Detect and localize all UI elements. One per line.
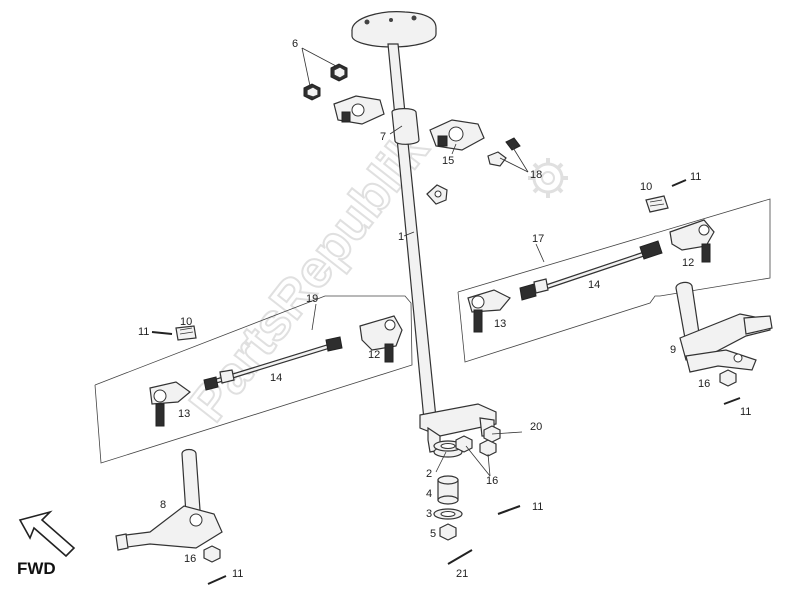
- clamp-nuts: [487, 137, 521, 167]
- column-bearing-stack: [433, 425, 521, 565]
- callout-11-right-knuckle: 11: [740, 406, 751, 418]
- gear-watermark-icon: [528, 158, 568, 198]
- callout-19: 19: [306, 293, 318, 305]
- callout-2: 2: [426, 468, 432, 480]
- cap-nut-pair: [303, 63, 348, 101]
- callout-15: 15: [442, 155, 454, 167]
- callout-16-right: 16: [698, 378, 710, 390]
- callout-5: 5: [430, 528, 436, 540]
- leader-lines: [301, 47, 545, 477]
- right-tie-rod-assembly: [457, 179, 771, 363]
- callout-7: 7: [380, 131, 386, 143]
- callout-6: 6: [292, 38, 298, 50]
- callout-11-right-boot: 11: [690, 171, 701, 183]
- direction-label: FWD: [17, 559, 56, 578]
- callout-4: 4: [426, 488, 432, 500]
- forward-arrow-icon: [18, 510, 76, 558]
- callout-10-right: 10: [640, 181, 652, 193]
- callout-1: 1: [398, 231, 404, 243]
- callout-11-left-knuckle: 11: [232, 568, 243, 580]
- upper-bushing-clamp: [333, 95, 385, 125]
- callout-9: 9: [670, 344, 676, 356]
- callout-11-column: 11: [532, 501, 543, 513]
- callout-13-right: 13: [494, 318, 506, 330]
- right-steering-knuckle: [675, 281, 773, 405]
- callout-16-left: 16: [184, 553, 196, 565]
- callout-8: 8: [160, 499, 166, 511]
- callout-labels: 1 2 3 4 5 6 7 8 9 10 10 11 11 11 11 11 1…: [138, 38, 751, 580]
- callout-12-right: 12: [682, 257, 694, 269]
- callout-10-left: 10: [180, 316, 192, 328]
- callout-21: 21: [456, 568, 468, 580]
- left-tie-rod-assembly: [94, 295, 413, 464]
- callout-3: 3: [426, 508, 432, 520]
- callout-12-left: 12: [368, 349, 380, 361]
- callout-14-right: 14: [588, 279, 600, 291]
- callout-18: 18: [530, 169, 542, 181]
- left-steering-knuckle: [115, 448, 227, 585]
- callout-14-left: 14: [270, 372, 282, 384]
- callout-13-left: 13: [178, 408, 190, 420]
- callout-16-column: 16: [486, 475, 498, 487]
- callout-17: 17: [532, 233, 544, 245]
- lower-bushing-clamp: [429, 119, 485, 151]
- callout-11-left-boot: 11: [138, 326, 149, 338]
- steering-column: [351, 11, 497, 453]
- callout-20: 20: [530, 421, 542, 433]
